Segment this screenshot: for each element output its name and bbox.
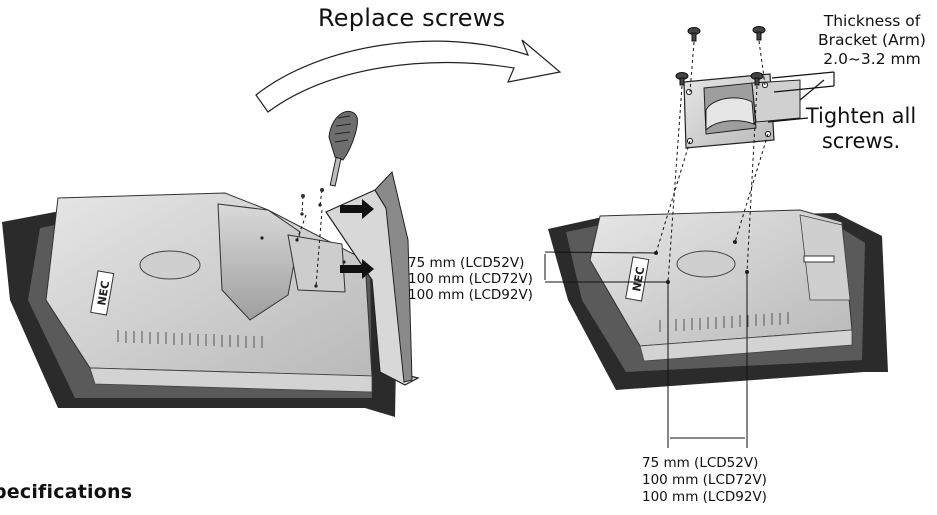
mounting-bracket (683, 73, 801, 149)
thickness-line: 2.0~3.2 mm (823, 50, 921, 68)
monitor-logo-text: NEC (95, 280, 112, 307)
tighten-callout (767, 117, 809, 123)
nec-logo-left: NEC (90, 270, 115, 316)
spacing-line: 75 mm (LCD52V) (408, 255, 525, 271)
spacing-line: 100 mm (LCD72V) (408, 271, 533, 287)
tighten-line: screws. (821, 129, 901, 153)
bracket-thickness-label: Thickness of Bracket (Arm) 2.0~3.2 mm (807, 12, 937, 69)
thickness-callout (771, 71, 835, 101)
right-vents (659, 312, 789, 332)
screwdriver-icon (328, 110, 358, 187)
vertical-dimension (544, 251, 668, 283)
screw-guides-left (296, 189, 323, 287)
tighten-screws-label: Tighten all screws. (802, 104, 920, 154)
left-monitor: NEC (2, 170, 420, 417)
thickness-line: Bracket (Arm) (818, 31, 926, 49)
thickness-line: Thickness of (823, 12, 921, 30)
horizontal-dimension (667, 272, 748, 448)
curved-arrow-icon (255, 39, 562, 113)
left-vents (117, 330, 263, 348)
diagram-title: Replace screws (318, 4, 506, 32)
spacing-line: 75 mm (LCD52V) (642, 455, 759, 471)
vertical-spacing-label: 75 mm (LCD52V) 100 mm (LCD72V) 100 mm (L… (408, 255, 533, 303)
spacing-line: 100 mm (LCD72V) (642, 472, 767, 488)
screw-icon (675, 26, 766, 86)
spacing-line: 100 mm (LCD92V) (408, 287, 533, 303)
horizontal-spacing-label: 75 mm (LCD52V) 100 mm (LCD72V) 100 mm (L… (642, 455, 767, 506)
screw-icon (301, 188, 324, 198)
spacing-line: 100 mm (LCD92V) (642, 489, 767, 505)
push-arrow-icon (340, 199, 374, 279)
screw-guides-right (655, 40, 769, 283)
section-heading: pecifications (0, 481, 133, 503)
right-monitor: NEC (548, 209, 888, 390)
tighten-line: Tighten all (805, 104, 917, 128)
monitor-logo-text: NEC (630, 266, 647, 293)
